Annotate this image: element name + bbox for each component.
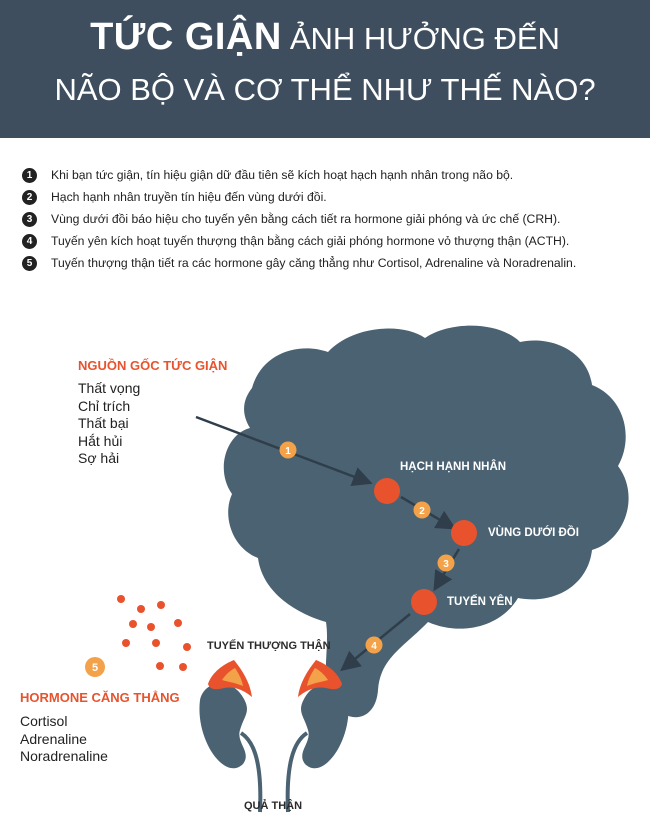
step-text: Tuyến thượng thận tiết ra các hormone gâ… <box>51 256 577 270</box>
stress-hormones-heading: HORMONE CĂNG THẲNG <box>20 690 180 705</box>
title-rest: ẢNH HƯỞNG ĐẾN <box>289 21 560 56</box>
diagram-svg: 1 2 3 4 5 <box>85 325 629 813</box>
hypothalamus-label: VÙNG DƯỚI ĐỒI <box>488 527 579 539</box>
anger-source-item: Sợ hải <box>78 450 120 466</box>
pituitary-node <box>411 589 437 615</box>
pituitary-label: TUYẾN YÊN <box>447 596 513 608</box>
step-number-badge: 2 <box>22 189 37 205</box>
step-text: Hạch hạnh nhân truyền tín hiệu đến vùng … <box>51 190 327 204</box>
marker-1 <box>279 441 297 459</box>
anger-sources-heading: NGUỒN GỐC TỨC GIẬN <box>78 358 228 373</box>
left-kidney-icon <box>199 683 263 813</box>
amygdala-node <box>374 478 400 504</box>
anger-pathway-diagram: 1 2 3 4 5 <box>0 300 650 822</box>
anger-source-item: Chỉ trích <box>78 397 131 414</box>
step-number-badge: 3 <box>22 211 37 227</box>
stress-hormone-item: Noradrenaline <box>20 748 108 764</box>
stress-hormone-item: Adrenaline <box>20 730 87 747</box>
step-number-badge: 1 <box>22 167 37 183</box>
step-number-badge: 4 <box>22 233 37 249</box>
hypothalamus-node <box>451 520 477 546</box>
right-kidney-icon <box>285 683 349 813</box>
anger-source-item: Thất vọng <box>78 380 141 396</box>
brain-icon <box>223 325 629 718</box>
title-line-2: NÃO BỘ VÀ CƠ THỂ NHƯ THẾ NÀO? <box>54 72 596 107</box>
stress-hormone-item: Cortisol <box>20 713 68 729</box>
marker-2 <box>413 501 431 519</box>
title-strong: TỨC GIẬN <box>90 16 282 58</box>
anger-sources-list: Thất vọng Chỉ trích Thất bại Hắt hủi Sợ … <box>78 380 140 468</box>
step-text: Vùng dưới đồi báo hiệu cho tuyến yên bằn… <box>51 212 561 226</box>
marker-3-label: 3 <box>443 559 449 570</box>
marker-1-label: 1 <box>285 446 291 457</box>
step-item: 2 Hạch hạnh nhân truyền tín hiệu đến vùn… <box>22 186 647 208</box>
marker-4 <box>365 636 383 654</box>
marker-3 <box>437 554 455 572</box>
step-number-badge: 5 <box>22 255 37 271</box>
marker-5 <box>85 657 105 677</box>
amygdala-label: HẠCH HẠNH NHÂN <box>400 461 507 473</box>
stress-hormones-list: Cortisol Adrenaline Noradrenaline <box>20 713 108 766</box>
step-text: Tuyến yên kích hoạt tuyến thượng thận bằ… <box>51 234 570 248</box>
marker-2-label: 2 <box>419 506 425 517</box>
hormone-dots <box>117 595 191 671</box>
step-text: Khi bạn tức giận, tín hiệu giận dữ đầu t… <box>51 168 514 182</box>
right-adrenal-inner <box>307 668 328 686</box>
steps-list: 1 Khi bạn tức giận, tín hiệu giận dữ đầu… <box>22 164 647 274</box>
left-adrenal-inner <box>222 668 243 686</box>
marker-4-label: 4 <box>371 641 377 652</box>
step-item: 4 Tuyến yên kích hoạt tuyến thượng thận … <box>22 230 647 252</box>
anger-source-item: Thất bại <box>78 415 129 431</box>
step-item: 5 Tuyến thượng thận tiết ra các hormone … <box>22 252 647 274</box>
kidney-label: QUẢ THẬN <box>244 800 303 812</box>
adrenal-gland-label: TUYẾN THƯỢNG THẬN <box>207 640 331 652</box>
step-item: 1 Khi bạn tức giận, tín hiệu giận dữ đầu… <box>22 164 647 186</box>
marker-5-label: 5 <box>92 662 98 674</box>
anger-source-item: Hắt hủi <box>78 432 123 449</box>
step-item: 3 Vùng dưới đồi báo hiệu cho tuyến yên b… <box>22 208 647 230</box>
